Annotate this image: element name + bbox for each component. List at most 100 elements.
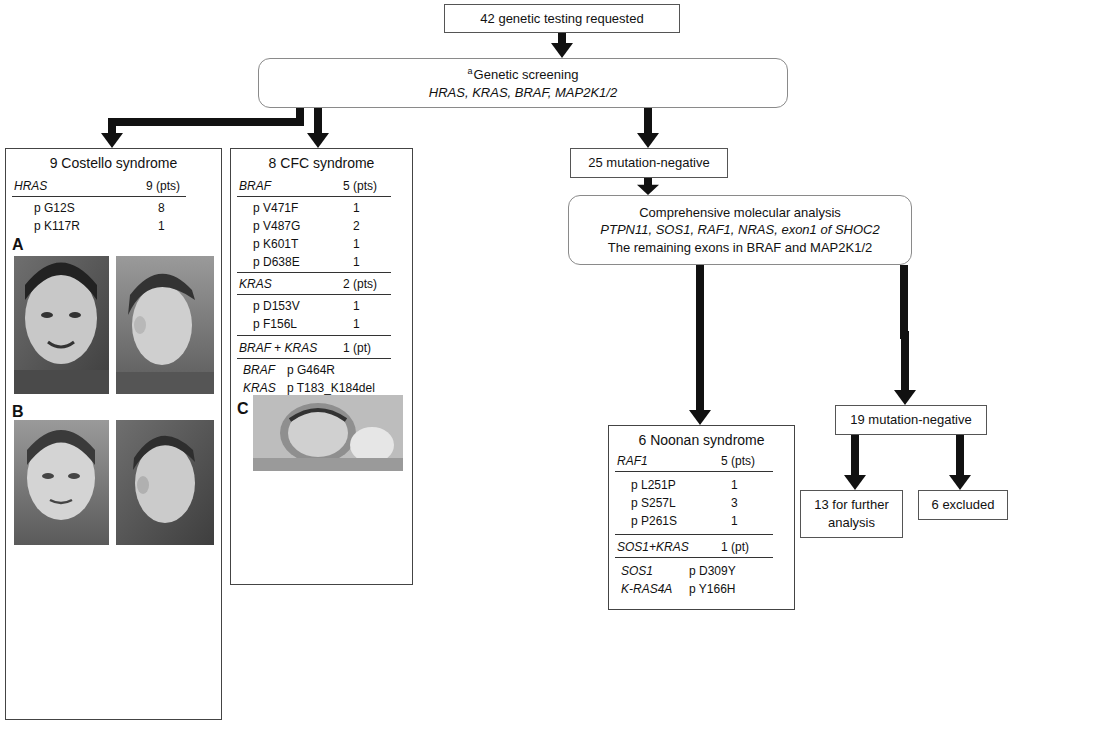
node-text: BRAF: [239, 179, 271, 193]
flow-arrow: [637, 108, 659, 148]
node-text: 42 genetic testing requested: [480, 11, 643, 26]
node-text: BRAF + KRAS: [239, 341, 317, 355]
arrow-head: [637, 133, 659, 148]
text-line: HRAS, KRAS, BRAF, MAP2K1/2: [429, 84, 617, 102]
node-text: p L251P: [631, 478, 676, 492]
photo-c: [253, 395, 403, 471]
node-text: 1 (pt): [343, 341, 371, 355]
text-line: 25 mutation-negative: [588, 154, 709, 172]
node-text: p D309Y: [689, 564, 736, 578]
node-text: p G464R: [287, 363, 335, 377]
node-text: The remaining exons in BRAF and MAP2K1/2: [608, 240, 872, 255]
node-text: SOS1: [621, 564, 653, 578]
flow-arrow: [949, 435, 971, 490]
node-text: 8 CFC syndrome: [231, 155, 412, 172]
outcome-box: 6 excluded: [918, 490, 1008, 520]
table-rule: [237, 358, 391, 359]
node-text: K-RAS4A: [621, 582, 672, 596]
node-text: 13 for further analysis: [814, 497, 888, 530]
node-text: p K601T: [253, 237, 298, 251]
node-text: 5 (pts): [721, 454, 755, 468]
text-line: 42 genetic testing requested: [480, 10, 643, 28]
node-text: 1: [353, 317, 360, 331]
node-text: KRAS: [239, 277, 272, 291]
arrow-shaft: [644, 178, 652, 186]
photo-b: [14, 420, 214, 545]
text-line: The remaining exons in BRAF and MAP2K1/2: [608, 239, 872, 257]
outcome-box: 13 for further analysis: [800, 490, 903, 538]
arrow-head: [551, 43, 573, 58]
node-text: p V487G: [253, 219, 300, 233]
arrow-head: [894, 390, 916, 405]
node-text: p F156L: [253, 317, 297, 331]
arrow-head: [101, 133, 123, 148]
count-box: 25 mutation-negative: [570, 148, 728, 178]
result-panel: 8 CFC syndromeBRAF 5 (pts) p V471F 1 p V487G…: [230, 148, 413, 585]
node-text: p K117R: [34, 219, 80, 233]
node-text: p T183_K184del: [287, 381, 375, 395]
flow-arrow: [307, 108, 329, 148]
node-text: 2: [353, 219, 360, 233]
arrow-shaft: [696, 265, 704, 411]
node-text: 1: [353, 255, 360, 269]
node-text: C: [237, 399, 249, 418]
node-text: 1: [353, 201, 360, 215]
flow-arrow: [689, 265, 711, 425]
text-line: Comprehensive molecular analysis: [639, 204, 841, 222]
node-text: 9 (pts): [146, 179, 180, 193]
node-text: p D153V: [253, 299, 300, 313]
node-text: HRAS, KRAS, BRAF, MAP2K1/2: [429, 85, 617, 100]
text-line: 13 for further analysis: [807, 496, 896, 531]
table-rule: [237, 335, 391, 336]
node-text: 3: [731, 496, 738, 510]
arrow-shaft: [904, 265, 905, 391]
text-line: PTPN11, SOS1, RAF1, NRAS, exon1 of SHOC2: [600, 221, 879, 239]
node-text: A: [12, 235, 24, 254]
node-text: a: [468, 66, 473, 76]
table-rule: [237, 196, 391, 197]
node-text: HRAS: [14, 179, 47, 193]
node-text: p V471F: [253, 201, 298, 215]
text-line: 6 excluded: [932, 496, 995, 514]
node-text: 9 Costello syndrome: [6, 155, 221, 172]
table-rule: [615, 557, 773, 558]
text-line: aGenetic screening: [468, 65, 579, 84]
arrow-shaft: [644, 108, 652, 134]
node-text: 1: [731, 478, 738, 492]
analysis-box: Comprehensive molecular analysisPTPN11, …: [568, 195, 912, 265]
node-text: p S257L: [631, 496, 676, 510]
node-text: 6 Noonan syndrome: [609, 432, 794, 449]
node-text: 25 mutation-negative: [588, 155, 709, 170]
node-text: 1: [158, 219, 165, 233]
node-text: B: [12, 402, 24, 421]
text-line: 19 mutation-negative: [850, 411, 971, 429]
table-rule: [615, 534, 773, 535]
node-text: BRAF: [243, 363, 275, 377]
node-text: 1 (pt): [721, 540, 749, 554]
count-box: 19 mutation-negative: [835, 405, 987, 435]
table-rule: [237, 272, 391, 273]
node-text: 5 (pts): [343, 179, 377, 193]
node-text: 1: [353, 299, 360, 313]
table-rule: [12, 196, 186, 197]
node-text: KRAS: [243, 381, 276, 395]
flow-arrow: [894, 265, 916, 405]
flow-arrow: [844, 435, 866, 490]
node-text: RAF1: [617, 454, 648, 468]
photo-a: [14, 256, 214, 394]
screening-box: aGenetic screeningHRAS, KRAS, BRAF, MAP2…: [258, 58, 788, 108]
arrow-shaft: [558, 33, 566, 44]
node-text: 2 (pts): [343, 277, 377, 291]
table-rule: [237, 294, 391, 295]
node-text: 1: [731, 514, 738, 528]
node-text: 6 excluded: [932, 497, 995, 512]
arrow-head: [949, 475, 971, 490]
arrow-shaft: [112, 108, 300, 134]
node-text: PTPN11, SOS1, RAF1, NRAS, exon1 of SHOC2: [600, 222, 879, 237]
node-text: Genetic screening: [474, 67, 579, 82]
arrow-shaft: [956, 435, 964, 476]
node-text: 19 mutation-negative: [850, 412, 971, 427]
